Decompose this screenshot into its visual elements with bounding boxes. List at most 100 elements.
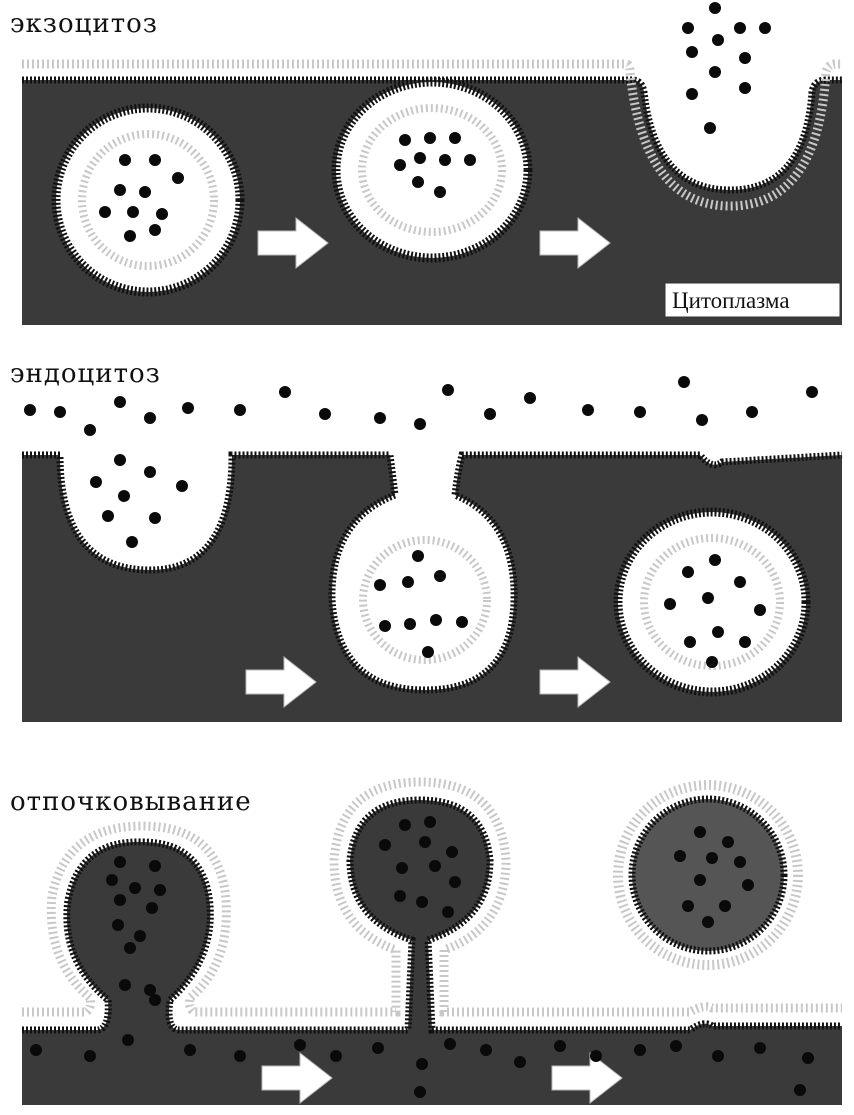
particle [712,34,724,46]
particle [514,1056,526,1068]
particle [102,510,114,522]
particle [480,1044,492,1056]
panel-label-budding: отпочковывание [10,787,252,817]
particle [114,184,126,196]
particle [184,1044,196,1056]
particle [696,414,708,426]
particle [149,154,161,166]
particle [396,862,408,874]
particle [114,894,126,906]
particle [634,1044,646,1056]
particle [734,856,746,868]
particle [394,890,406,902]
particle [124,942,136,954]
particle [590,1050,602,1062]
particle [719,900,731,912]
particle [129,882,141,894]
particle [374,412,386,424]
particle [118,490,130,502]
particle [739,82,751,94]
particle [746,406,758,418]
particle [702,916,714,928]
particle [119,979,131,991]
particle [554,1040,566,1052]
particle [112,919,124,931]
particle [374,579,386,591]
particle [139,186,151,198]
particle [114,856,126,868]
particle [127,206,139,218]
particle [709,2,721,14]
particle [754,1042,766,1054]
particle [394,159,406,171]
particle [156,208,168,220]
particle [734,576,746,588]
budding-vesicle-free [618,785,798,965]
particle [449,132,461,144]
particle [694,826,706,838]
particle [709,66,721,78]
particle [664,598,676,610]
particle [446,846,458,858]
particle [90,476,102,488]
particle [444,1038,456,1050]
panel-label-exocytosis: экзоцитоз [10,9,158,39]
particle [114,396,126,408]
panel-exocytosis: экзоцитоз Цитоплазма [10,9,842,325]
particle [176,480,188,492]
particle [442,906,454,918]
particle [434,570,446,582]
particle [634,406,646,418]
particle [84,1050,96,1062]
particle [182,402,194,414]
particle [234,404,246,416]
particle [414,152,426,164]
particle [399,134,411,146]
particle [686,88,698,100]
particle [686,46,698,58]
particle [149,224,161,236]
particle [439,154,451,166]
particle [379,620,391,632]
particle [30,1044,42,1056]
particle [24,404,36,416]
particle [704,122,716,134]
particle [429,860,441,872]
particle [54,406,66,418]
particle [106,874,118,886]
particle [702,592,714,604]
particle [739,52,751,64]
particle [734,22,746,34]
cytoplasm-label: Цитоплазма [672,288,790,313]
panel-label-endocytosis: эндоцитоз [10,359,161,389]
particle [149,994,161,1006]
particle [802,1052,814,1064]
particle [684,636,696,648]
particle [806,386,818,398]
particle [399,819,411,831]
particle [404,618,416,630]
particle [739,636,751,648]
particle [144,466,156,478]
particle [678,376,690,388]
particle [742,879,754,891]
particle [484,408,496,420]
particle [414,1086,426,1098]
particle [582,404,594,416]
particle [464,154,476,166]
particle [416,1058,428,1070]
particle [234,1050,246,1062]
particle [682,566,694,578]
particle [172,172,184,184]
particle [412,176,424,188]
particle [419,836,431,848]
cytoplasm-label-box: Цитоплазма [665,283,840,317]
particle [154,884,166,896]
particle [412,550,424,562]
particle [99,206,111,218]
particle [674,850,686,862]
exocytosis-vesicle-1 [56,108,240,292]
particle [706,656,718,668]
particle [682,22,694,34]
particle [149,860,161,872]
